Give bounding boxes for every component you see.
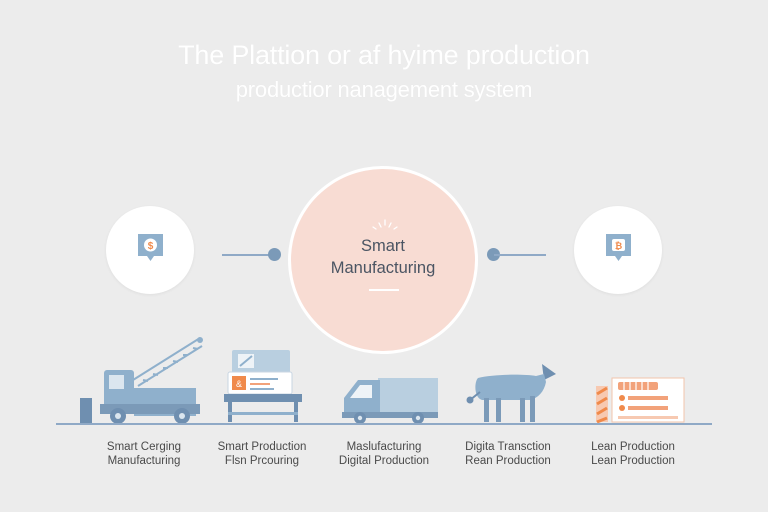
right-node-circle: ₿: [574, 206, 662, 294]
stage-caption-line2: Manufacturing: [107, 455, 181, 467]
animal-figure-icon: [466, 364, 556, 422]
left-node-circle: $: [106, 206, 194, 294]
page-subtitle: productior nanagement system: [235, 77, 533, 102]
stage-caption-line2: Lean Production: [591, 455, 675, 467]
svg-text:&: &: [236, 379, 242, 389]
center-hub: Smart Manufacturing: [288, 166, 478, 354]
center-label-line1: Smart: [360, 237, 405, 255]
stage-caption-line1: Smart Production: [217, 441, 307, 453]
dollar-pin-icon: $: [138, 234, 163, 261]
page-title: The Plattion or af hyime production: [178, 40, 590, 70]
left-connector-dot: [268, 248, 281, 261]
stage-caption-5: Lean Production Lean Production: [563, 440, 703, 468]
crane-truck-icon: [80, 337, 203, 424]
pin-glyph: $: [148, 241, 154, 252]
bitcoin-pin-icon: ₿: [606, 234, 631, 261]
shelf-rack-icon: [596, 377, 685, 424]
center-label-line2: Manufacturing: [330, 259, 436, 277]
stage-caption-line1: Lean Production: [591, 441, 675, 453]
stage-caption-line2: Flsn Prcouring: [224, 455, 300, 467]
timeline-baseline: [56, 423, 712, 425]
workbench-screen-icon: &: [224, 350, 302, 422]
stage-caption-3: Maslufacturing Digital Production: [314, 440, 454, 468]
stage-caption-line2: Rean Production: [465, 455, 551, 467]
stage-caption-4: Digita Transction Rean Production: [438, 440, 578, 468]
stage-caption-line1: Smart Cerging: [106, 441, 182, 453]
stage-caption-2: Smart Production Flsn Prcouring: [192, 440, 332, 468]
stage-caption-line2: Digital Production: [338, 455, 430, 467]
right-connector-line: [494, 254, 546, 256]
center-underline: [369, 289, 399, 291]
pin-glyph: ₿: [615, 241, 622, 252]
stage-caption-line1: Maslufacturing: [346, 441, 422, 453]
sparkle-icon: [372, 219, 398, 230]
left-connector-line: [222, 254, 274, 256]
stage-caption-line1: Digita Transction: [465, 441, 551, 453]
stage-caption-1: Smart Cerging Manufacturing: [74, 440, 214, 468]
right-connector-dot: [487, 248, 500, 261]
delivery-truck-icon: [342, 378, 438, 424]
